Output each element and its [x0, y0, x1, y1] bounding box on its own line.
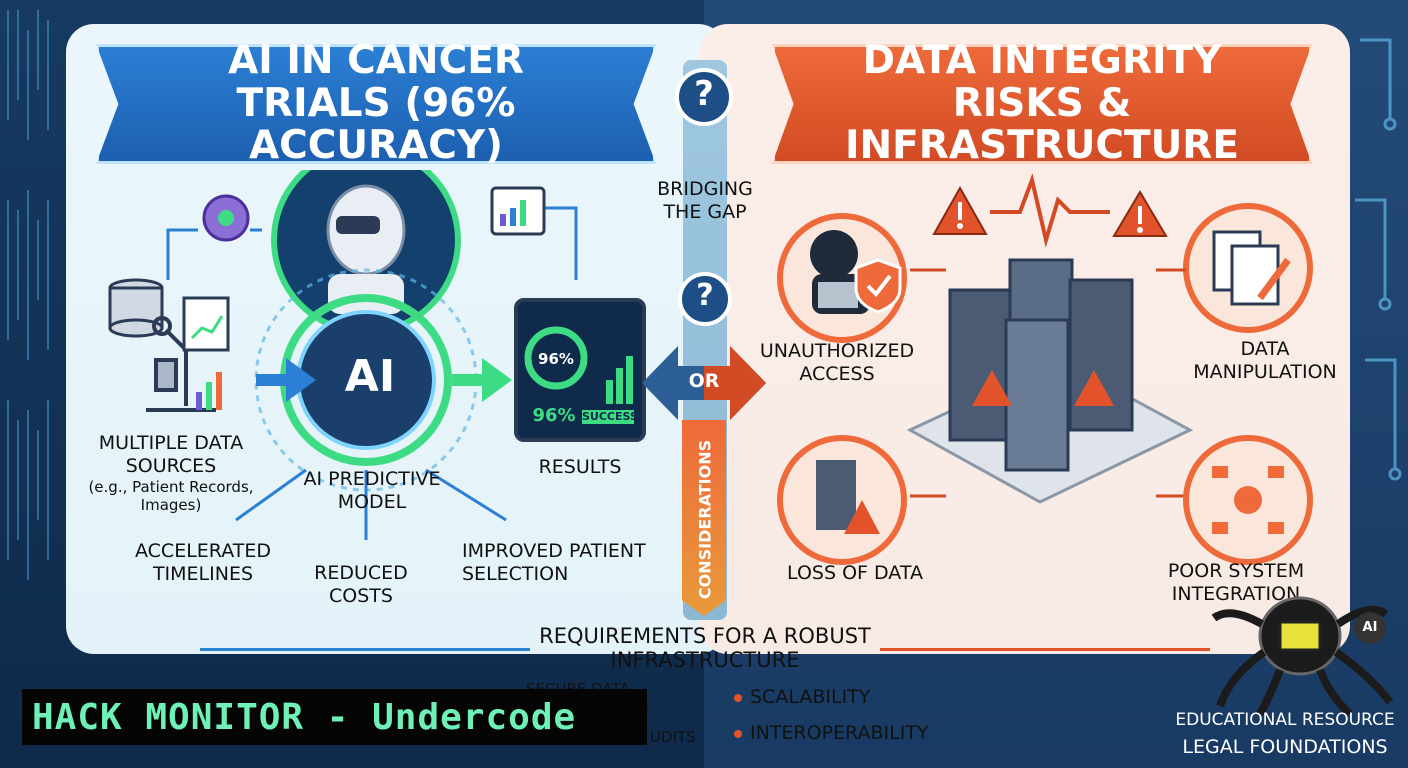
warning-icon-top-right: [1112, 190, 1168, 237]
cell-icon: [202, 194, 250, 242]
footer-line-1: EDUCATIONAL RESOURCE: [1175, 710, 1395, 730]
bullet-scalability: [734, 694, 742, 702]
data-sources-sublabel: (e.g., Patient Records, Images): [88, 478, 254, 514]
flow-arrow-in: [256, 358, 316, 402]
heartbeat-line: [990, 173, 1110, 248]
results-value: 96%: [532, 405, 576, 426]
ai-model-badge: AI: [344, 351, 396, 402]
flow-arrow-out: [452, 358, 512, 402]
requirements-divider-left: [200, 648, 530, 651]
octopus-hacker-logo: [1211, 596, 1394, 716]
requirement-left-3: UDITS: [650, 728, 696, 746]
hack-monitor-banner: HACK MONITOR - Undercode: [22, 689, 647, 745]
requirement-interoperability: INTEROPERABILITY: [750, 722, 929, 744]
results-success-badge: SUCCESS: [582, 410, 638, 424]
hacker-icon: [810, 230, 870, 314]
or-label: OR: [688, 370, 720, 392]
server-cluster-icon: [906, 258, 1194, 504]
connector-arrows: [166, 206, 578, 540]
bar-chart-icon: [196, 372, 222, 410]
risk-loss-of-data: LOSS OF DATA: [787, 562, 923, 584]
question-icon-middle: [678, 272, 732, 326]
right-title: DATA INTEGRITY RISKS & INFRASTRUCTURE: [845, 37, 1239, 169]
corner-ai-badge: AI: [1362, 620, 1378, 635]
network-icon: [1212, 466, 1284, 534]
risk-connectors: [910, 268, 1186, 498]
requirement-scalability: SCALABILITY: [750, 686, 871, 708]
considerations-label: CONSIDERATIONS: [695, 439, 715, 600]
risk-unauthorized-access: UNAUTHORIZED ACCESS: [759, 340, 915, 385]
ai-flow-diagram: [108, 170, 646, 540]
considerations-ribbon: [682, 420, 726, 616]
bullet-interoperability: [734, 730, 742, 738]
risk-data-manipulation: DATA MANIPULATION: [1193, 338, 1337, 383]
circuit-decoration-left: [7, 10, 49, 580]
question-mark-top: ?: [694, 74, 714, 114]
data-sources-label: MULTIPLE DATA SOURCES: [98, 432, 244, 477]
warning-icon-top-left: [932, 185, 988, 235]
left-title-banner: AI IN CANCER TRIALS (96% ACCURACY): [96, 44, 656, 164]
benefit-reduced-costs: REDUCED COSTS: [314, 562, 408, 607]
database-icon: [108, 278, 164, 338]
requirements-title: REQUIREMENTS FOR A ROBUST INFRASTRUCTURE: [539, 624, 871, 672]
results-gauge-value: 96%: [538, 350, 574, 368]
report-icon: [182, 296, 230, 352]
footer-line-2: LEGAL FOUNDATIONS: [1182, 736, 1388, 758]
server-loss-icon: [816, 460, 880, 534]
growth-chart-icon: [490, 186, 546, 236]
circuit-decoration-right: [1355, 38, 1402, 481]
results-label: RESULTS: [538, 456, 622, 478]
hack-monitor-text: HACK MONITOR - Undercode: [32, 696, 577, 738]
requirements-divider-right: [880, 648, 1210, 651]
results-dashboard: [514, 298, 646, 442]
right-title-banner: DATA INTEGRITY RISKS & INFRASTRUCTURE: [772, 44, 1312, 164]
or-double-arrow: [642, 346, 766, 420]
risk-poor-integration: POOR SYSTEM INTEGRATION: [1167, 560, 1305, 605]
bridging-gap-label: BRIDGING THE GAP: [657, 178, 753, 223]
documents-icon: [1212, 230, 1291, 306]
shield-icon: [854, 258, 902, 314]
benefit-accelerated: ACCELERATED TIMELINES: [135, 540, 271, 585]
ai-model-label: AI PREDICTIVE MODEL: [303, 468, 441, 513]
benefit-patient-selection: IMPROVED PATIENT SELECTION: [462, 540, 646, 585]
question-mark-middle: ?: [696, 278, 714, 313]
question-icon-top: [675, 68, 733, 126]
risk-diagram: [777, 173, 1313, 565]
left-title: AI IN CANCER TRIALS (96% ACCURACY): [228, 37, 524, 169]
